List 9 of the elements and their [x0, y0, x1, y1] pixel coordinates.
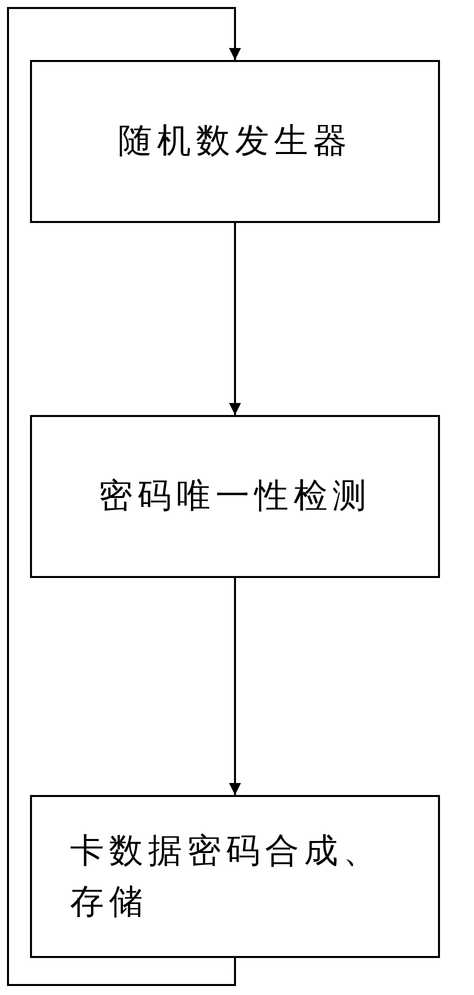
box-label: 密码唯一性检测 — [98, 475, 372, 518]
arrow — [229, 578, 241, 795]
box-label: 随机数发生器 — [117, 120, 353, 163]
arrow — [229, 223, 241, 415]
process-box — [30, 60, 440, 223]
process-box — [30, 415, 440, 578]
process-box — [30, 795, 440, 958]
box-label: 卡数据密码合成、存储 — [70, 830, 383, 924]
arrow — [7, 7, 241, 986]
